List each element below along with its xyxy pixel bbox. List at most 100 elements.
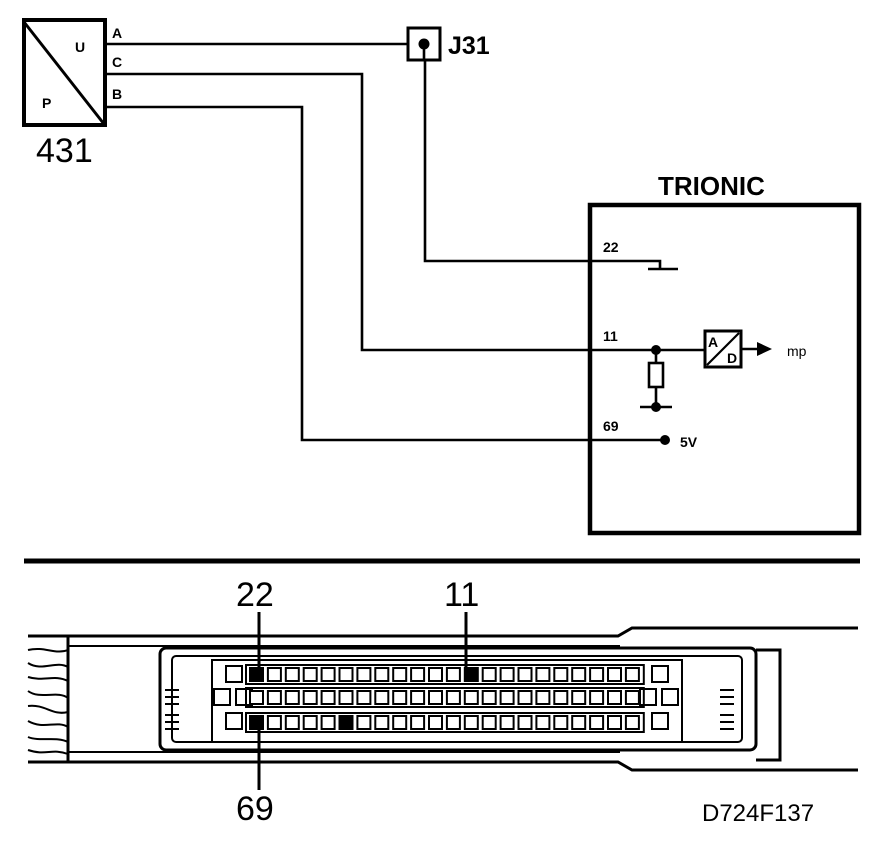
connector-pin [481,667,497,682]
ecu-title: TRIONIC [658,171,765,201]
left-latch-slots [165,689,179,730]
connector-pin [445,690,461,705]
connector-pin [571,715,587,730]
pin-22-marker [249,667,264,682]
ecu-plug-view: 22 11 69 [27,576,858,828]
pin-11-marker [463,667,479,682]
connector-pin [338,690,354,705]
connector-pin [535,667,551,682]
connector-pin [445,667,461,682]
ecu-supply-label: 5V [680,434,698,450]
connector-pin [428,690,443,705]
connector-pin [624,715,640,730]
pulldown-resistor [647,361,665,389]
connector-pin [302,690,318,705]
connector-pin [225,712,243,730]
adc-label-d: D [727,350,737,366]
connector-pin-filled [338,715,354,730]
wire-j31-22 [423,44,590,263]
connector-pin [517,715,533,730]
ecu-pin-11: 11 [603,328,618,344]
connector-pin [639,688,657,706]
connector-pin [302,715,318,730]
connector-pin [410,690,426,705]
connector-pin [266,690,282,705]
pin-row-frame [245,712,645,733]
connector-pin [624,690,640,705]
sensor-pin-a: A [112,25,122,41]
sensor-pin-b: B [112,86,122,102]
connector-pin [589,715,605,730]
adc-label-a: A [708,334,718,350]
right-latch-slots [720,689,734,730]
figure-code: D724F137 [702,800,814,827]
connector-pin [320,690,336,705]
connector-pin [374,715,390,730]
connector-pin [499,715,515,730]
callout-11: 11 [444,576,479,614]
sensor-diagonal [22,21,106,125]
ecu-box [587,202,862,536]
pin-row-frame [245,664,645,685]
connector-pin [445,715,461,730]
connector-pin [213,688,231,706]
j31-label: J31 [448,32,490,60]
connector-pin [392,667,408,682]
housing-bottom-edge [68,760,858,772]
sensor-id-label: 431 [36,132,93,170]
housing-top-edge [68,626,858,638]
connector-pin [661,688,679,706]
connector-pin [284,690,300,705]
ecu-pin-69: 69 [603,418,619,434]
connector-pin [320,715,336,730]
connector-pin [499,690,515,705]
wire-harness [27,634,70,764]
connector-pin [374,667,390,682]
connector-pin [589,667,605,682]
connector-pin [463,715,479,730]
connector-pin [374,690,390,705]
pin-grid [213,664,679,733]
connector-pin [338,667,354,682]
connector-pin [410,715,426,730]
sensor-431: U P 431 A C B [22,18,122,170]
connector-pin [535,690,551,705]
connector-pin [225,665,243,683]
sensor-pin-c: C [112,54,122,70]
connector-pin [499,667,515,682]
connector-pin [428,715,443,730]
connector-pin [428,667,443,682]
connector-pin [607,690,622,705]
wires [105,42,590,442]
connector-pin [392,715,408,730]
connector-pin [302,667,318,682]
ecu-output-label: mp [787,343,807,359]
connector-pin [517,690,533,705]
connector-pin [284,715,300,730]
output-arrow-icon [757,342,772,356]
connector-pin [266,667,282,682]
connector-pin [651,665,669,683]
connector-pin [589,690,605,705]
connector-pin [553,667,569,682]
connector-pin [651,712,669,730]
sensor-letter-u: U [75,39,85,55]
connector-pin [356,715,372,730]
callout-69: 69 [236,790,274,828]
connector-pin [392,690,408,705]
connector-pin [266,715,282,730]
pin-69-marker [249,715,264,730]
connector-pin [553,690,569,705]
wire-c [105,72,590,352]
housing-right-tail [756,648,782,762]
connector-pin [481,715,497,730]
callout-22: 22 [236,576,274,614]
connector-pin [356,690,372,705]
pin-row-frame [245,687,645,708]
supply-node [660,435,670,445]
connector-pin [624,667,640,682]
connector-pin [571,667,587,682]
ecu-pin-22: 22 [603,239,619,255]
connector-pin [463,690,479,705]
connector-pin [535,715,551,730]
